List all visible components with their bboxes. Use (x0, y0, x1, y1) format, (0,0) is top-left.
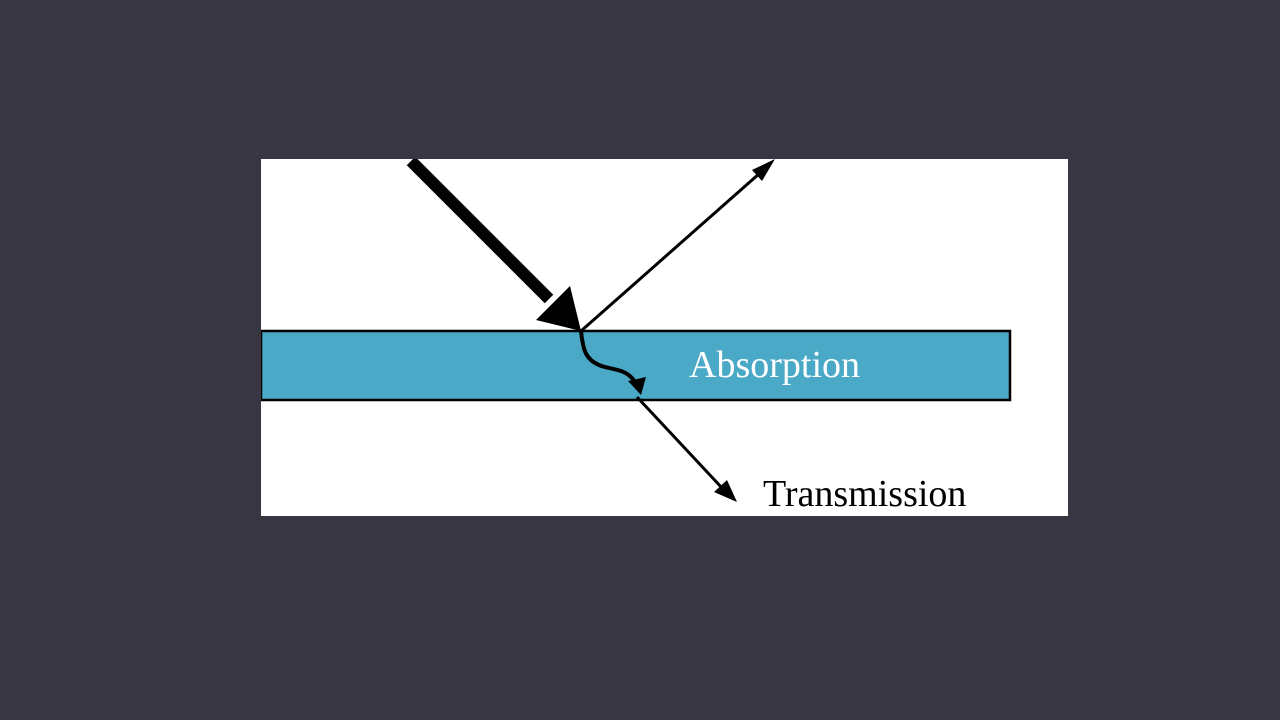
transmitted-beam-shaft (635, 395, 725, 491)
incident-beam-arrowhead (536, 286, 581, 331)
absorption-wave-path (579, 330, 639, 387)
transmitted-beam-arrowhead (714, 480, 737, 502)
diagram-panel: Absorption Transmission (261, 159, 1068, 516)
absorption-label: Absorption (689, 344, 860, 386)
absorbing-layer (261, 329, 1012, 402)
reflected-beam-arrowhead (752, 159, 775, 181)
absorption-wave-arrowhead (628, 377, 646, 395)
incident-beam-shaft (406, 159, 554, 304)
light-interaction-diagram (261, 159, 1012, 502)
reflected-beam-shaft (580, 171, 761, 333)
transmission-label: Transmission (763, 473, 967, 515)
